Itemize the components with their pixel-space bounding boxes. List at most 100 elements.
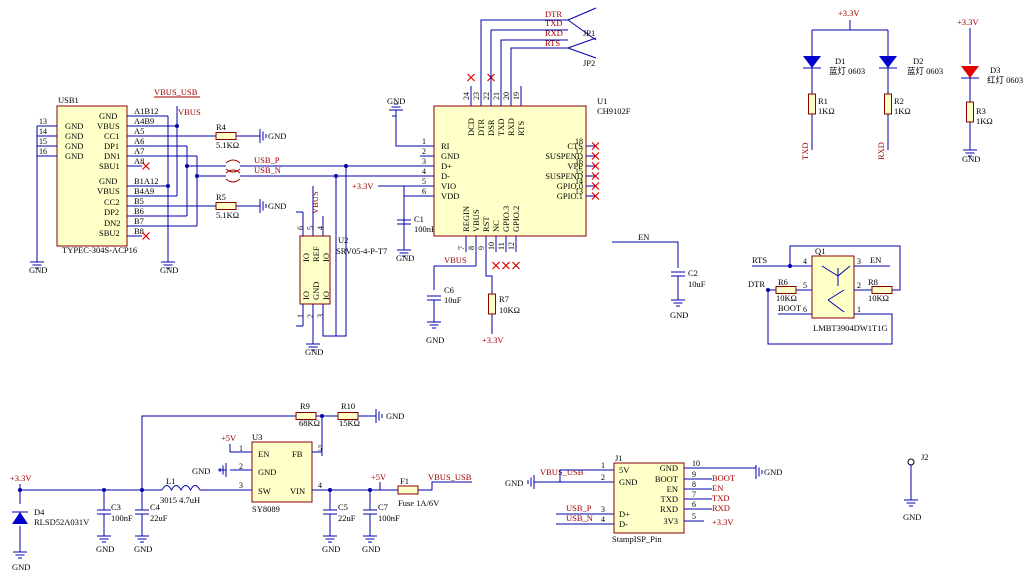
u2-esd-array: U2 SRV05-4-P-T7 VBUS IO REF IO IO GND IO… <box>296 166 387 357</box>
vbus-label: VBUS <box>444 255 467 265</box>
pin-number: 4 <box>601 515 605 524</box>
gnd-label: GND <box>268 201 286 211</box>
pin-label: A5 <box>134 126 144 136</box>
usb1-ref: USB1 <box>58 95 79 105</box>
l1-ref: L1 <box>166 476 175 486</box>
u1-right-pins: 18CTS17SUSPEND16VPP15SUSPEND14GPIO.013GP… <box>545 137 600 201</box>
d4-ref: D4 <box>34 507 45 517</box>
gnd-label: GND <box>426 335 444 345</box>
r4-ref: R4 <box>216 122 227 132</box>
usb1-inner-label: DP1 <box>104 141 119 151</box>
pin-number: 1 <box>422 137 426 146</box>
u3-pin-label: SW <box>258 486 271 496</box>
u1-pin-label: RXD <box>506 118 516 136</box>
gnd-label: GND <box>670 310 688 320</box>
txd-net-label: TXD <box>800 143 810 160</box>
gnd-label: GND <box>12 562 30 572</box>
usb1-inner-label: VBUS <box>97 121 120 131</box>
pin-number: 6 <box>803 305 807 314</box>
pin-number: 12 <box>507 242 516 250</box>
u2-part: SRV05-4-P-T7 <box>336 246 387 256</box>
pin-number: 4 <box>422 167 426 176</box>
pin-number: 8 <box>692 480 696 489</box>
u1-pin-label: VDD <box>441 191 459 201</box>
gnd-label: GND <box>160 265 178 275</box>
u1-ch9102f: U1 CH9102F <box>433 96 631 237</box>
r2-ref: R2 <box>894 96 904 106</box>
pin-number: 23 <box>472 92 481 100</box>
r3-ref: R3 <box>976 106 986 116</box>
u1-pin-label: GPIO.2 <box>511 206 521 232</box>
power-regulator: R9 68KΩ R10 15KΩ GND U3 SY8089 EN GND SW… <box>10 401 472 572</box>
d3-ref: D3 <box>990 65 1000 75</box>
no-connect-mark <box>492 261 500 270</box>
pin-number: 2 <box>601 473 605 482</box>
u1-supply: +3.3V C1 100nF GND GND <box>352 96 436 263</box>
d4-value: RLSD52A031V <box>34 517 90 527</box>
net-label: DTR <box>545 9 562 19</box>
rxd-net-label: RXD <box>876 142 886 160</box>
r1-value: 1KΩ <box>818 106 835 116</box>
pin-number: 10 <box>487 242 496 250</box>
c7-ref: C7 <box>378 502 388 512</box>
r3-value: 1KΩ <box>976 116 993 126</box>
j1-pin-label: RXD <box>660 504 678 514</box>
no-connect-mark <box>591 192 600 200</box>
q1-transistor: Q1 LMBT3904DW1T1G 4 5 6 3 2 1 RTS EN R6 … <box>748 245 901 345</box>
d1-value: 蓝灯 0603 <box>829 66 865 76</box>
u1-pin-label: VIO <box>441 181 456 191</box>
rxd-net-label: RXD <box>712 503 730 513</box>
pwr-33v-label: +3.3V <box>10 473 32 483</box>
pin-number: 3 <box>316 314 325 318</box>
pin-number: 14 <box>575 177 583 186</box>
j1-pin-label: EN <box>667 484 678 494</box>
usb1-inner-label: DN1 <box>104 151 121 161</box>
u1-pin-label: GND <box>441 151 459 161</box>
j2-testpoint: J2 GND <box>903 452 929 522</box>
pwr-33v-label: +3.3V <box>957 17 979 27</box>
boot-net-label: BOOT <box>712 473 736 483</box>
pin-label: A8 <box>134 156 144 166</box>
usb1-inner-label: SBU2 <box>99 228 120 238</box>
pin-number: 13 <box>39 117 47 126</box>
u3-part: SY8089 <box>252 504 280 514</box>
r5-value: 5.1KΩ <box>216 210 239 220</box>
pin-label: B6 <box>134 206 144 216</box>
r10-value: 15KΩ <box>339 418 360 428</box>
c2-ref: C2 <box>688 268 698 278</box>
u1-pin-label: DTR <box>476 119 486 136</box>
usb1-left-label: GND <box>65 151 83 161</box>
c6-value: 10uF <box>444 295 462 305</box>
pin-number: 11 <box>497 242 506 250</box>
r4-resistor: R4 5.1KΩ GND <box>200 122 286 150</box>
usb-n-label: USB_N <box>254 165 281 175</box>
pwr-33v-label: +3.3V <box>352 181 374 191</box>
pin-number: 1 <box>857 305 861 314</box>
pin-number: 22 <box>482 92 491 100</box>
usb1-inner-label: DP2 <box>104 207 119 217</box>
u1-pin-label: RST <box>481 216 491 232</box>
u1-pin-label: NC <box>491 220 501 232</box>
j1-ref: J1 <box>615 453 623 463</box>
pin-number: 9 <box>692 470 696 479</box>
pin-number: 5 <box>318 444 322 453</box>
usb-p-label: USB_P <box>566 503 592 513</box>
pin-number: 2 <box>239 462 243 471</box>
pin-number: 2 <box>306 314 315 318</box>
j1-pin-label: 3V3 <box>663 516 678 526</box>
pin-label: A1B12 <box>134 106 159 116</box>
c1-ref: C1 <box>414 214 424 224</box>
pin-number: 6 <box>422 187 426 196</box>
no-connect-mark <box>591 162 600 170</box>
u2-pin-label: REF <box>311 246 321 262</box>
j1-nets: VBUS_USB GND USB_P USB_N GND BOOT EN TXD… <box>505 464 782 527</box>
no-connect-mark <box>591 142 600 150</box>
r7-value: 10KΩ <box>499 305 520 315</box>
usb1-inner-label: GND <box>99 176 117 186</box>
pwr-33v-label: +3.3V <box>482 335 504 345</box>
rts-net-label: RTS <box>752 255 767 265</box>
pin-number: 1 <box>239 444 243 453</box>
usb1-left-label: GND <box>65 121 83 131</box>
q1-ref: Q1 <box>815 246 825 256</box>
